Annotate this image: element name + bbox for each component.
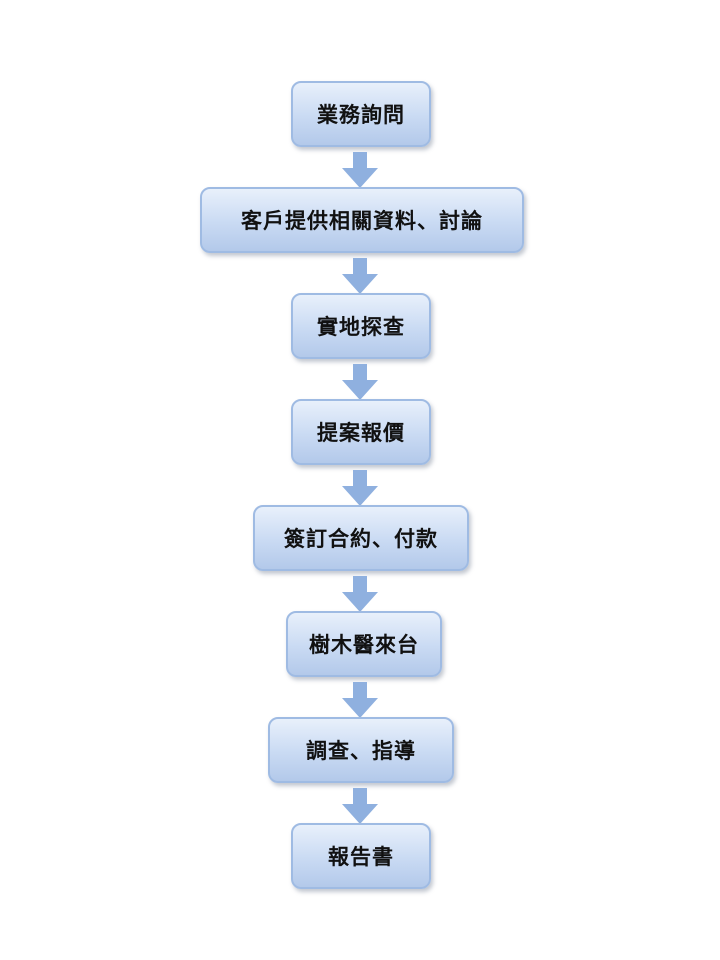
- down-arrow-icon: [342, 788, 378, 824]
- step-investigation-guidance: 調查、指導: [268, 717, 454, 783]
- down-arrow-icon: [342, 470, 378, 506]
- down-arrow-icon: [342, 152, 378, 188]
- step-label: 報告書: [328, 845, 394, 869]
- step-label: 簽訂合約、付款: [284, 527, 438, 551]
- step-proposal-quote: 提案報價: [291, 399, 431, 465]
- down-arrow-icon: [342, 576, 378, 612]
- down-arrow-icon: [342, 258, 378, 294]
- step-label: 提案報價: [317, 421, 405, 445]
- step-label: 實地探查: [317, 315, 405, 339]
- step-label: 調查、指導: [306, 739, 416, 763]
- step-report: 報告書: [291, 823, 431, 889]
- step-site-survey: 實地探查: [291, 293, 431, 359]
- step-arborist-visit: 樹木醫來台: [286, 611, 442, 677]
- step-business-inquiry: 業務詢問: [291, 81, 431, 147]
- step-label: 客戶提供相關資料、討論: [241, 209, 483, 233]
- step-label: 樹木醫來台: [309, 633, 419, 657]
- step-contract-payment: 簽訂合約、付款: [253, 505, 469, 571]
- step-client-data-discussion: 客戶提供相關資料、討論: [200, 187, 524, 253]
- down-arrow-icon: [342, 682, 378, 718]
- down-arrow-icon: [342, 364, 378, 400]
- step-label: 業務詢問: [317, 103, 405, 127]
